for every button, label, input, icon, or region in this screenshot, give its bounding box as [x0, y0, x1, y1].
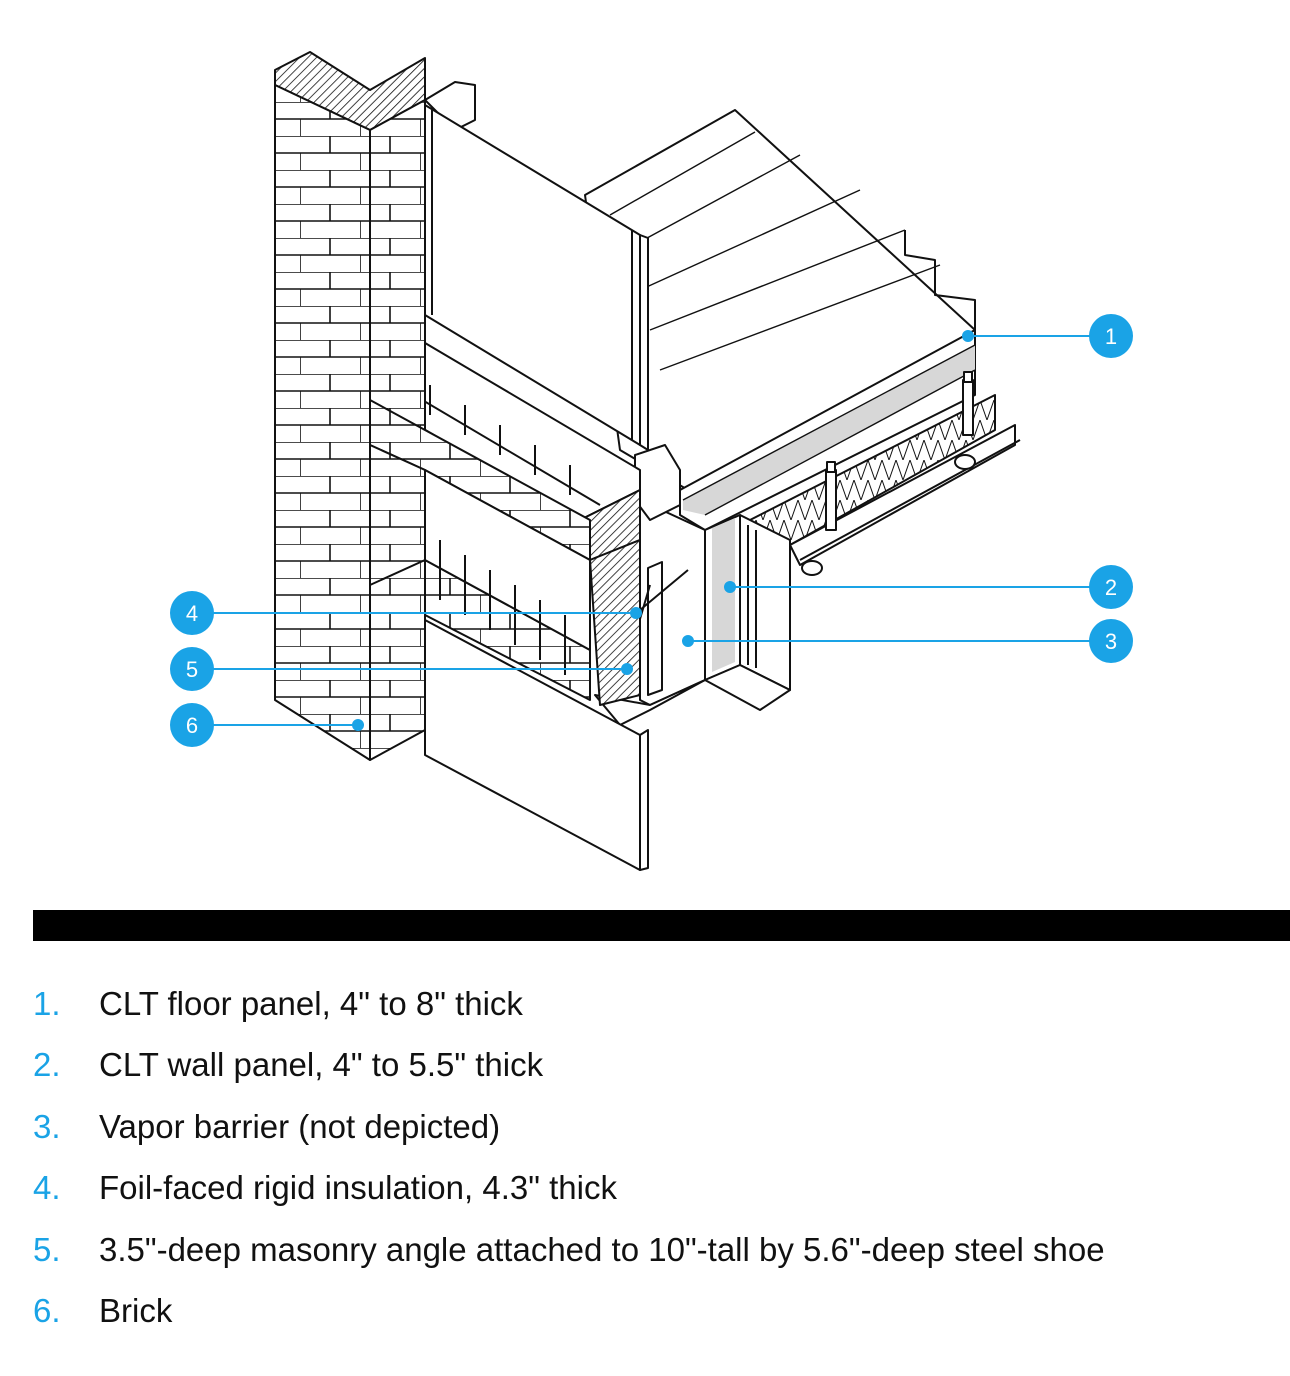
- legend-number: 3.: [33, 1107, 61, 1145]
- callout-1-label: 1: [1105, 324, 1117, 349]
- divider-bar: [33, 910, 1290, 941]
- legend-number: 2.: [33, 1046, 61, 1084]
- legend-item-4: 4. Foil-faced rigid insulation, 4.3" thi…: [33, 1169, 1283, 1230]
- clt-wall-panel: [704, 514, 791, 711]
- callout-3: 3: [1089, 619, 1133, 663]
- callout-3-label: 3: [1105, 629, 1117, 654]
- callout-6-label: 6: [186, 713, 198, 738]
- legend-list: 1. CLT floor panel, 4" to 8" thick 2. CL…: [33, 985, 1283, 1353]
- callout-2: 2: [1089, 565, 1133, 609]
- callout-4: 4: [170, 591, 214, 635]
- legend-item-3: 3. Vapor barrier (not depicted): [33, 1108, 1283, 1169]
- clt-wall-section-diagram: 1 2 3 4 5 6: [170, 51, 1133, 871]
- legend-item-6: 6. Brick: [33, 1292, 1283, 1353]
- legend-text: Brick: [99, 1291, 173, 1329]
- rigid-insulation-and-angle: [617, 444, 689, 696]
- callout-5-label: 5: [186, 657, 198, 682]
- brick-wall: [274, 51, 641, 761]
- legend-text: 3.5"-deep masonry angle attached to 10"-…: [99, 1230, 1105, 1268]
- legend-number: 6.: [33, 1291, 61, 1329]
- legend-text: Vapor barrier (not depicted): [99, 1107, 501, 1145]
- callout-4-label: 4: [186, 601, 198, 626]
- joist-assembly: [749, 371, 1021, 576]
- legend-number: 4.: [33, 1169, 61, 1207]
- callout-2-label: 2: [1105, 575, 1117, 600]
- legend-item-5: 5. 3.5"-deep masonry angle attached to 1…: [33, 1231, 1283, 1292]
- legend-item-1: 1. CLT floor panel, 4" to 8" thick: [33, 985, 1283, 1046]
- legend-item-2: 2. CLT wall panel, 4" to 5.5" thick: [33, 1046, 1283, 1107]
- legend-text: CLT floor panel, 4" to 8" thick: [99, 985, 523, 1022]
- leader-lines: [213, 330, 1090, 731]
- legend-text: CLT wall panel, 4" to 5.5" thick: [99, 1046, 544, 1084]
- clt-floor-panel: [679, 329, 976, 531]
- callout-1: 1: [1089, 314, 1133, 358]
- callout-5: 5: [170, 647, 214, 691]
- legend-number: 5.: [33, 1230, 61, 1268]
- legend-number: 1.: [33, 985, 61, 1022]
- window-panel: [424, 81, 649, 871]
- callout-6: 6: [170, 703, 214, 747]
- legend-text: Foil-faced rigid insulation, 4.3" thick: [99, 1169, 617, 1207]
